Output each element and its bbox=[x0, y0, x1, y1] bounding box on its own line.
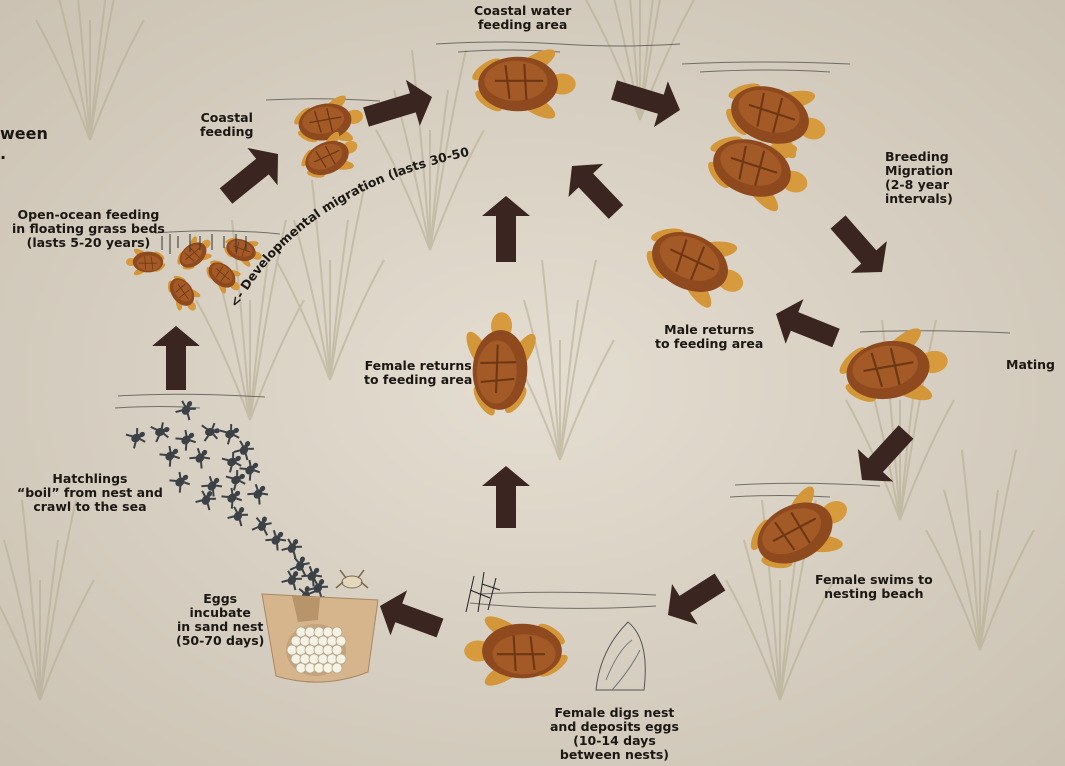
egg bbox=[300, 636, 310, 646]
egg bbox=[296, 645, 306, 655]
egg bbox=[336, 636, 346, 646]
egg bbox=[323, 645, 333, 655]
egg bbox=[323, 663, 333, 673]
label-coastal-feeding: Coastal feeding bbox=[200, 111, 253, 139]
label-male-returns: Male returns to feeding area bbox=[655, 323, 763, 351]
egg-nest-icon bbox=[262, 594, 378, 682]
egg bbox=[305, 663, 315, 673]
label-female-returns: Female returns to feeding area bbox=[364, 359, 472, 387]
egg bbox=[314, 663, 324, 673]
egg bbox=[305, 627, 315, 637]
egg bbox=[336, 654, 346, 664]
label-female-swims: Female swims to nesting beach bbox=[815, 573, 933, 601]
label-hatchlings: Hatchlings “boil” from nest and crawl to… bbox=[17, 472, 163, 514]
egg bbox=[291, 636, 301, 646]
egg bbox=[332, 627, 342, 637]
egg bbox=[309, 654, 319, 664]
egg bbox=[314, 645, 324, 655]
label-breeding-migration: Breeding Migration (2-8 year intervals) bbox=[885, 150, 953, 206]
egg bbox=[291, 654, 301, 664]
label-open-ocean: Open-ocean feeding in floating grass bed… bbox=[12, 208, 165, 250]
egg bbox=[323, 627, 333, 637]
egg bbox=[287, 645, 297, 655]
egg bbox=[300, 654, 310, 664]
egg bbox=[305, 645, 315, 655]
label-coastal-water: Coastal water feeding area bbox=[474, 4, 571, 32]
egg bbox=[318, 654, 328, 664]
egg bbox=[332, 645, 342, 655]
egg bbox=[309, 636, 319, 646]
egg bbox=[296, 663, 306, 673]
cropped-text: ween . bbox=[0, 124, 48, 164]
egg bbox=[332, 663, 342, 673]
label-mating: Mating bbox=[1006, 358, 1055, 372]
label-female-digs: Female digs nest and deposits eggs (10-1… bbox=[550, 706, 679, 762]
egg bbox=[327, 636, 337, 646]
egg bbox=[327, 654, 337, 664]
egg bbox=[318, 636, 328, 646]
label-eggs: Eggs incubate in sand nest (50-70 days) bbox=[176, 592, 264, 648]
egg bbox=[314, 627, 324, 637]
egg bbox=[296, 627, 306, 637]
